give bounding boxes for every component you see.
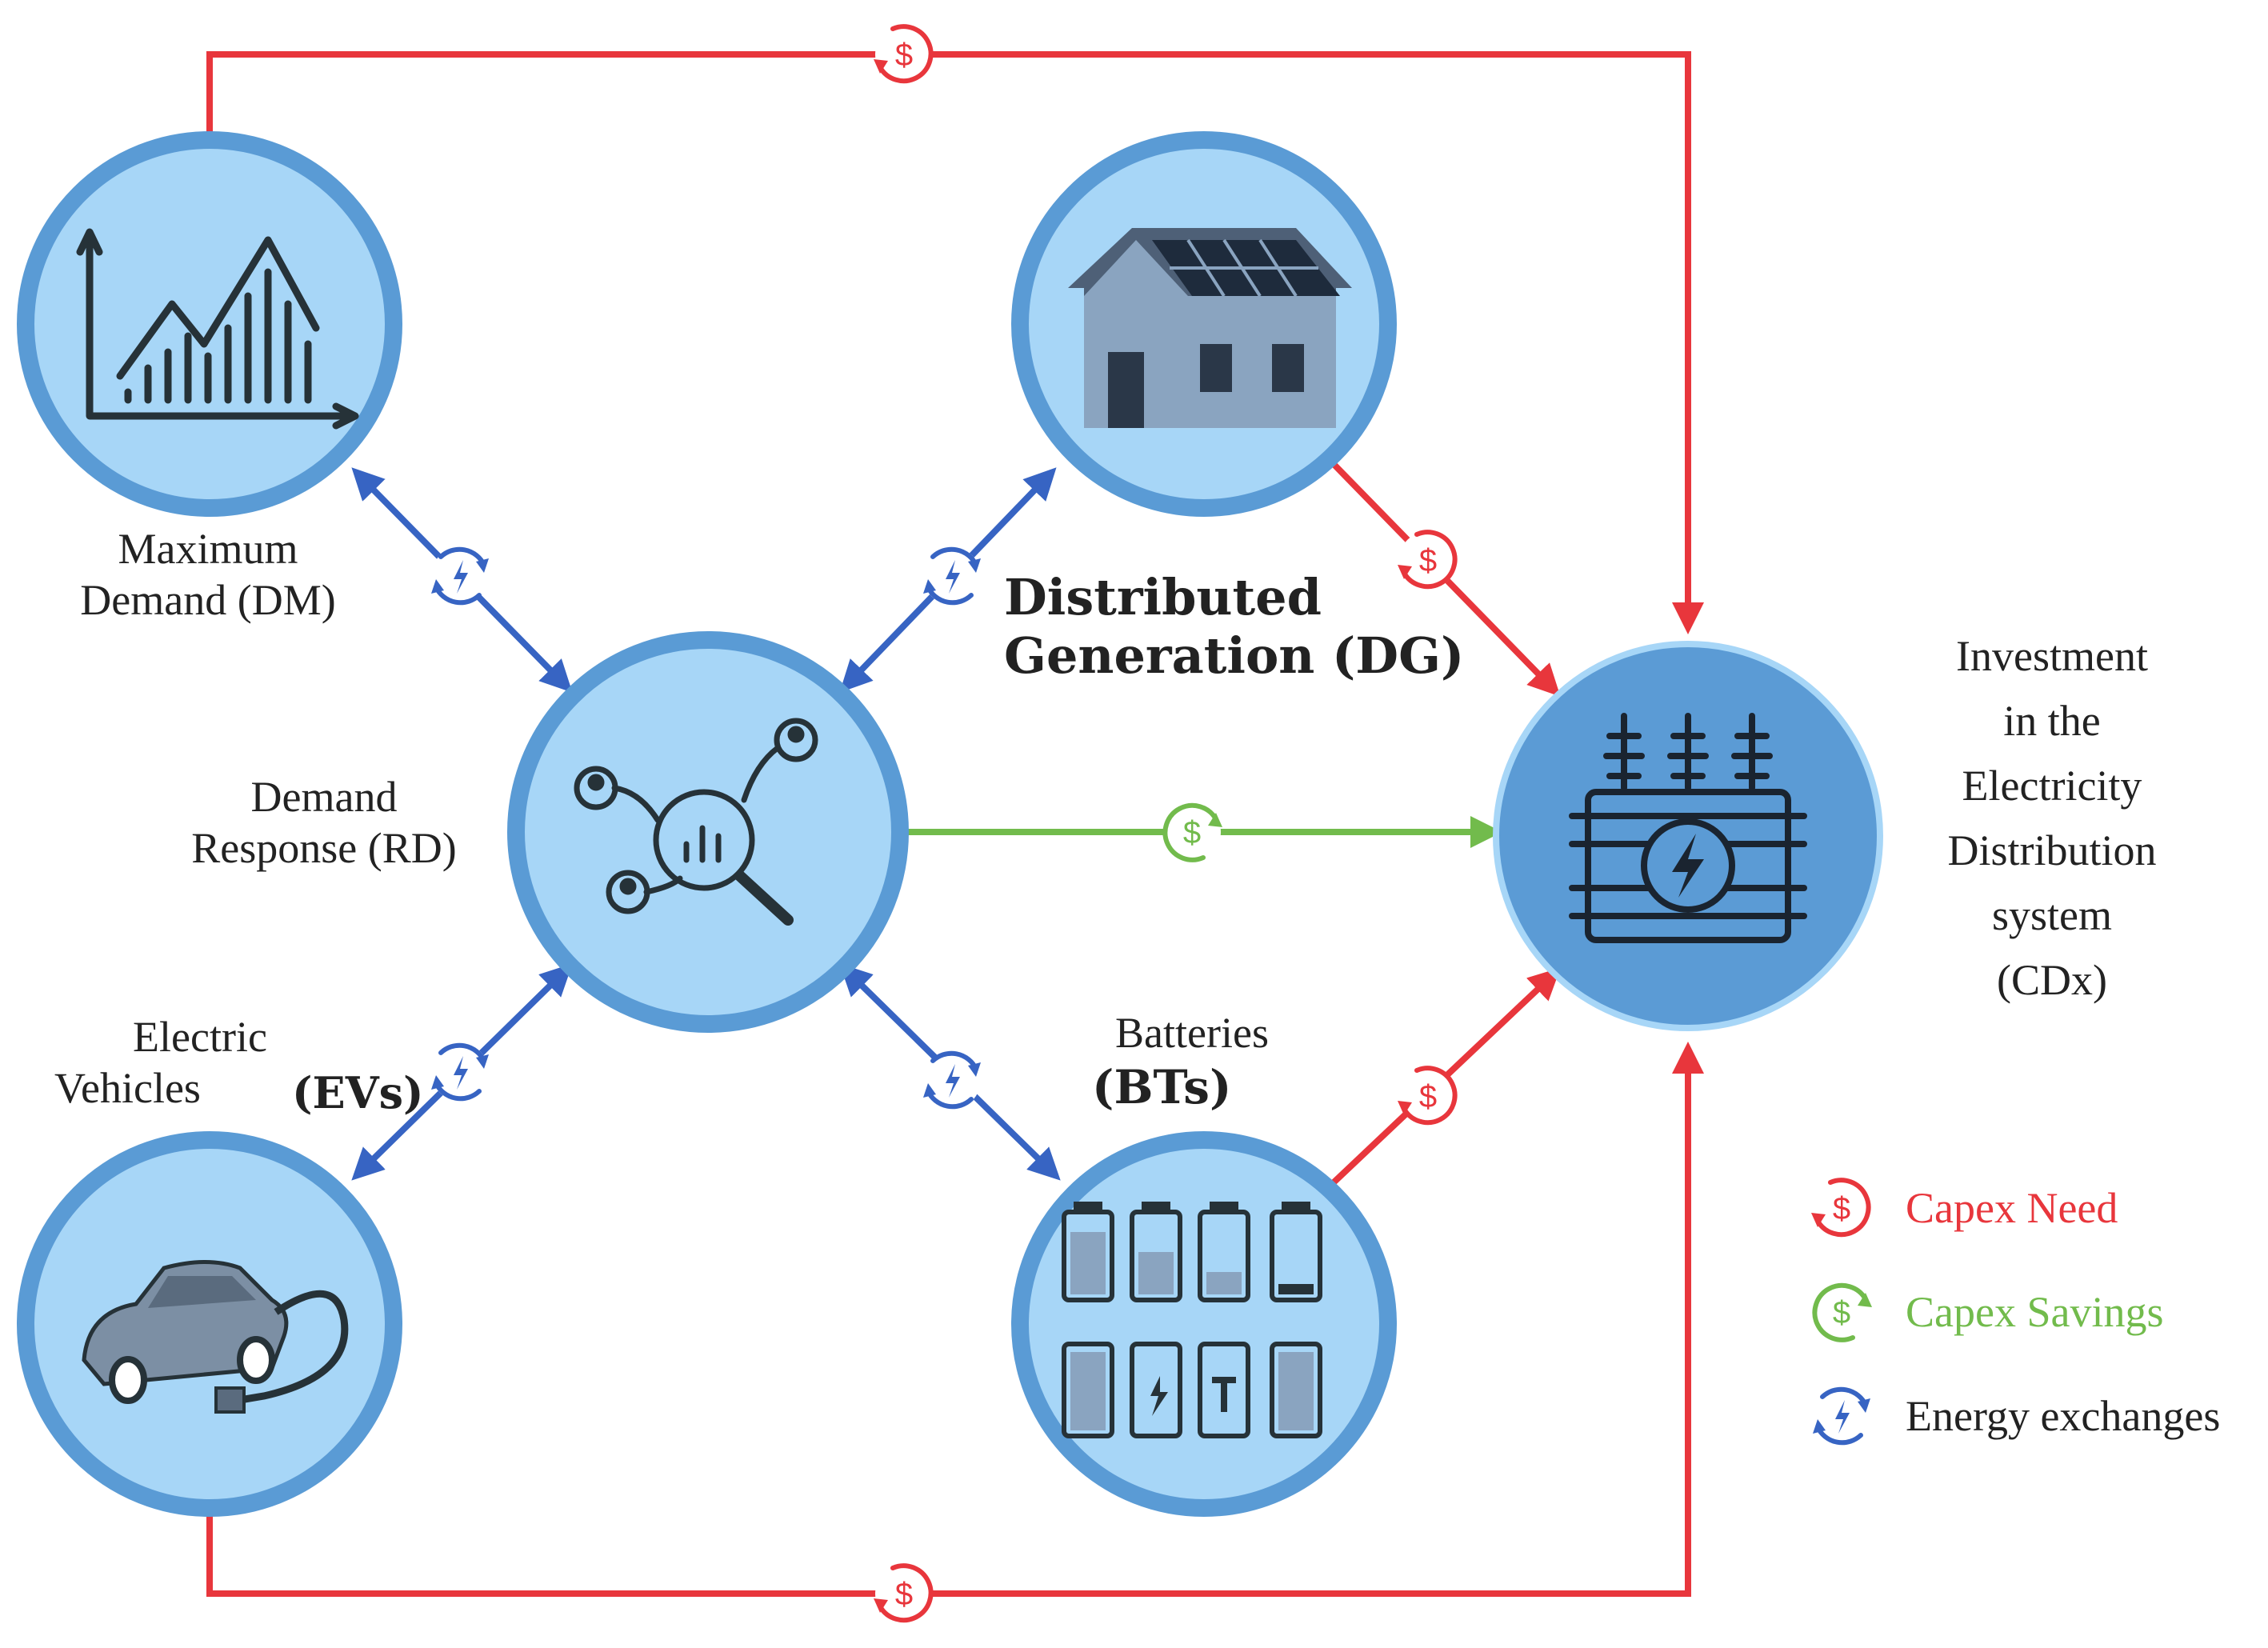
label-demand-response: Demand Response (RD) — [191, 773, 457, 872]
legend-capex-need: Capex Need — [1810, 1176, 2118, 1240]
energy-exchange-icon — [1810, 1384, 1874, 1448]
network-search-icon — [574, 718, 818, 926]
label-distributed-generation: Distributed Generation (DG) — [1004, 568, 1465, 686]
legend-energy-exchanges: Energy exchanges — [1810, 1384, 2220, 1448]
label-batteries: Batteries — [1115, 1009, 1269, 1057]
energy-exchange-icon — [923, 547, 981, 605]
electric-car-icon — [82, 1260, 349, 1414]
node-distributed-generation — [1011, 131, 1397, 517]
label-maximum-demand: Maximum Demand (DM) — [80, 525, 336, 624]
label-batteries-abbr: (BTs) — [1092, 1060, 1232, 1114]
capex-line-bottom — [206, 1042, 1704, 1597]
node-demand-response — [507, 631, 909, 1033]
batteries-icon — [1062, 1202, 1322, 1438]
energy-exchange-icon — [923, 1051, 981, 1109]
node-batteries — [1011, 1131, 1397, 1517]
capex-need-icon — [1810, 1176, 1874, 1240]
capex-need-icon — [874, 26, 933, 83]
label-electric-vehicles-abbr: (EVs) — [292, 1067, 424, 1118]
capex-line-top — [206, 51, 1704, 634]
line-bar-chart-icon — [76, 228, 359, 430]
energy-exchange-icon — [431, 547, 489, 605]
capex-need-icon — [874, 1565, 933, 1622]
node-investment — [1493, 641, 1883, 1031]
capex-savings-icon — [1810, 1280, 1874, 1344]
label-electric-vehicles: Electric Vehicles — [54, 1013, 267, 1112]
solar-house-icon — [1068, 228, 1352, 428]
transformer-icon — [1569, 713, 1807, 943]
node-electric-vehicles — [17, 1131, 402, 1517]
node-maximum-demand — [17, 131, 402, 517]
capex-savings-icon — [1163, 803, 1222, 861]
legend-capex-savings: Capex Savings — [1810, 1280, 2163, 1344]
energy-exchange-icon — [431, 1043, 489, 1101]
label-investment: Investment in the Electricity Distributi… — [1947, 632, 2157, 1004]
